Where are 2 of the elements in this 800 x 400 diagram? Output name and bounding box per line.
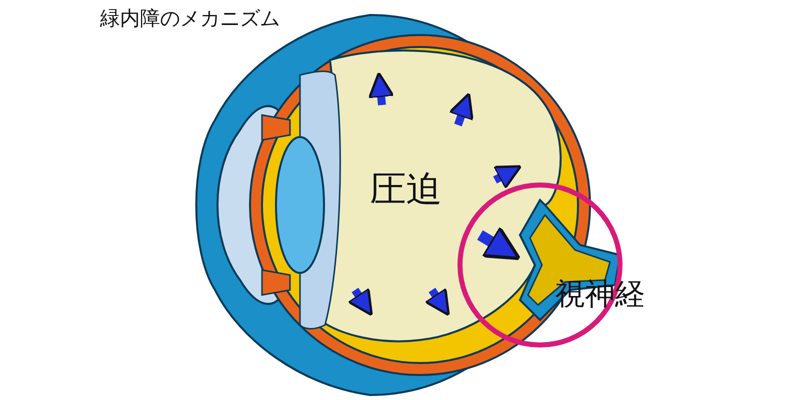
- pressure-label: 圧迫: [370, 172, 442, 208]
- diagram-title: 緑内障のメカニズム: [100, 8, 280, 28]
